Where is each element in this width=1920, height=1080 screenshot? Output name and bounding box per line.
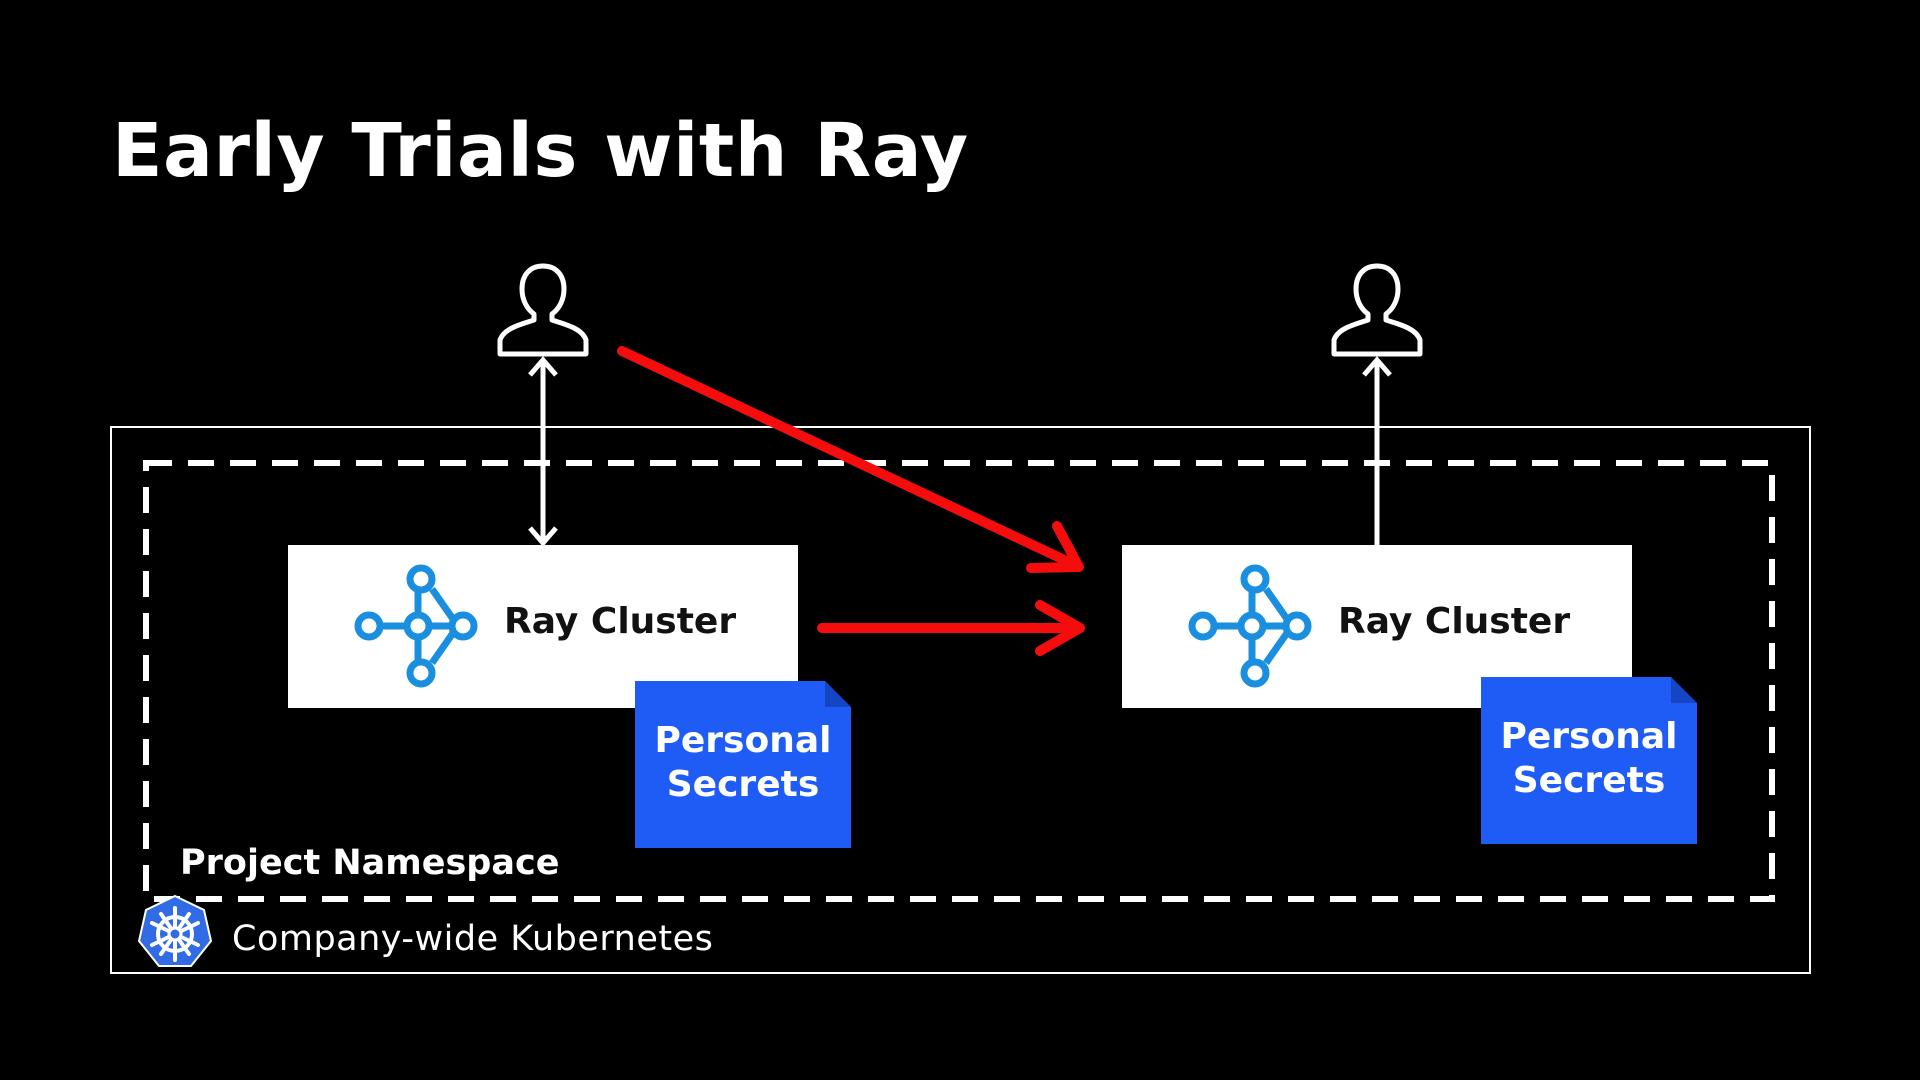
ray-logo-icon: [354, 564, 478, 688]
secret-line2: Secrets: [1512, 760, 1666, 801]
secret-line1: Personal: [654, 720, 832, 761]
ray-logo-icon: [1188, 564, 1312, 688]
red-arrow-horizontal-head: [1035, 600, 1085, 656]
slide-title: Early Trials with Ray: [112, 108, 969, 194]
personal-secrets-doc-1: Personal Secrets: [635, 681, 851, 848]
red-arrow-diagonal-head: [1026, 521, 1084, 573]
red-arrow-diagonal: [617, 346, 1080, 570]
ray-cluster-1: Ray Cluster: [288, 545, 798, 708]
user1-arrowhead-up: [528, 356, 558, 377]
user2-arrowhead-up: [1362, 356, 1392, 377]
project-namespace-label: Project Namespace: [180, 843, 560, 883]
kubernetes-label: Company-wide Kubernetes: [232, 919, 714, 959]
secret-line2: Secrets: [666, 764, 820, 805]
kubernetes-logo-icon: [137, 894, 213, 967]
personal-secrets-doc-2: Personal Secrets: [1481, 677, 1697, 844]
user-icon: [497, 263, 589, 357]
user1-arrowhead-down: [528, 526, 558, 547]
ray-cluster-2: Ray Cluster: [1122, 545, 1632, 708]
cluster-label: Ray Cluster: [504, 601, 737, 642]
secret-line1: Personal: [1500, 716, 1678, 757]
project-namespace-boundary: [143, 460, 1775, 902]
kubernetes-boundary: [110, 426, 1811, 974]
user-icon: [1331, 263, 1423, 357]
cluster-label: Ray Cluster: [1338, 601, 1571, 642]
